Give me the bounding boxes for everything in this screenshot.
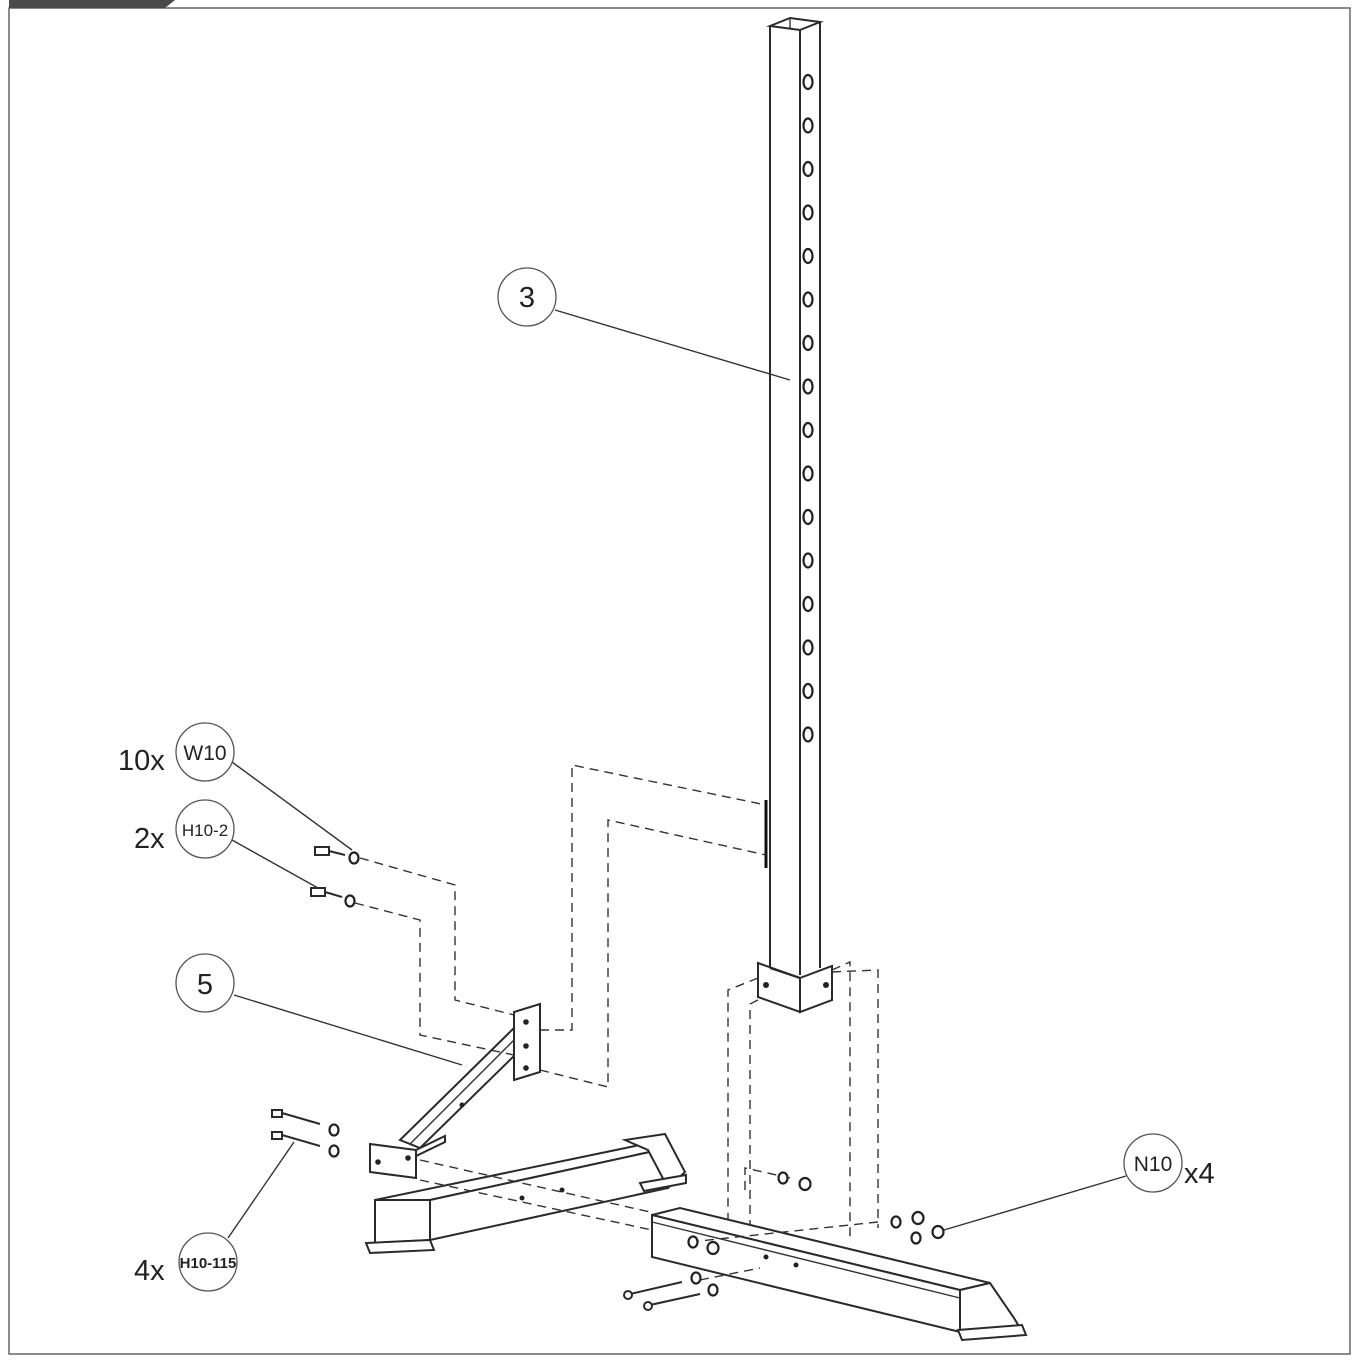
upright-hole	[802, 291, 814, 308]
screw-code: H10-2	[182, 821, 228, 840]
upright-hole	[802, 378, 814, 395]
upright-hole	[802, 552, 814, 569]
callout-bolt: 4x H10-115	[134, 1141, 295, 1292]
callout-5-label: 5	[197, 969, 213, 1001]
upright-dashed-guides	[727, 960, 879, 1265]
callout-washer: 10x W10	[118, 722, 353, 851]
nut-qty: x4	[1184, 1158, 1215, 1190]
upright-tube	[764, 16, 824, 975]
fasteners	[271, 846, 945, 1311]
right-foot	[651, 1206, 1028, 1342]
upright-hole	[802, 726, 814, 743]
callout-3-label: 3	[519, 282, 535, 314]
washer-code: W10	[183, 742, 226, 765]
upright-base-bracket	[757, 961, 833, 1014]
bolt-code: H10-115	[180, 1255, 237, 1272]
upright-hole	[802, 160, 814, 178]
callout-screw: 2x H10-2	[134, 799, 319, 889]
left-foot	[364, 1132, 687, 1255]
upright-hole	[802, 204, 814, 221]
corner-tab	[9, 0, 175, 8]
upright-hole	[802, 508, 814, 526]
callout-nut: N10 x4	[943, 1133, 1215, 1231]
upright-hole	[802, 73, 814, 91]
upright-hole	[802, 465, 814, 482]
upright-hole	[802, 595, 814, 613]
upright-holes	[802, 73, 814, 743]
support-arm	[369, 1002, 541, 1180]
foot-dashed-guides	[419, 1159, 879, 1281]
upright-hole	[802, 334, 814, 352]
page-frame	[8, 7, 1351, 1355]
upright-hole	[802, 639, 814, 656]
nut-code: N10	[1134, 1153, 1173, 1176]
arm-dashed-guides	[354, 764, 767, 1088]
washer-qty: 10x	[118, 745, 165, 777]
upright-hole	[802, 421, 814, 439]
callout-part-3: 3	[497, 267, 791, 381]
callout-part-5: 5	[175, 953, 463, 1066]
upright-hole	[802, 117, 814, 134]
bolt-qty: 4x	[134, 1255, 165, 1287]
screw-qty: 2x	[134, 823, 165, 855]
upright-hole	[802, 247, 814, 265]
upright-hole	[802, 682, 814, 700]
